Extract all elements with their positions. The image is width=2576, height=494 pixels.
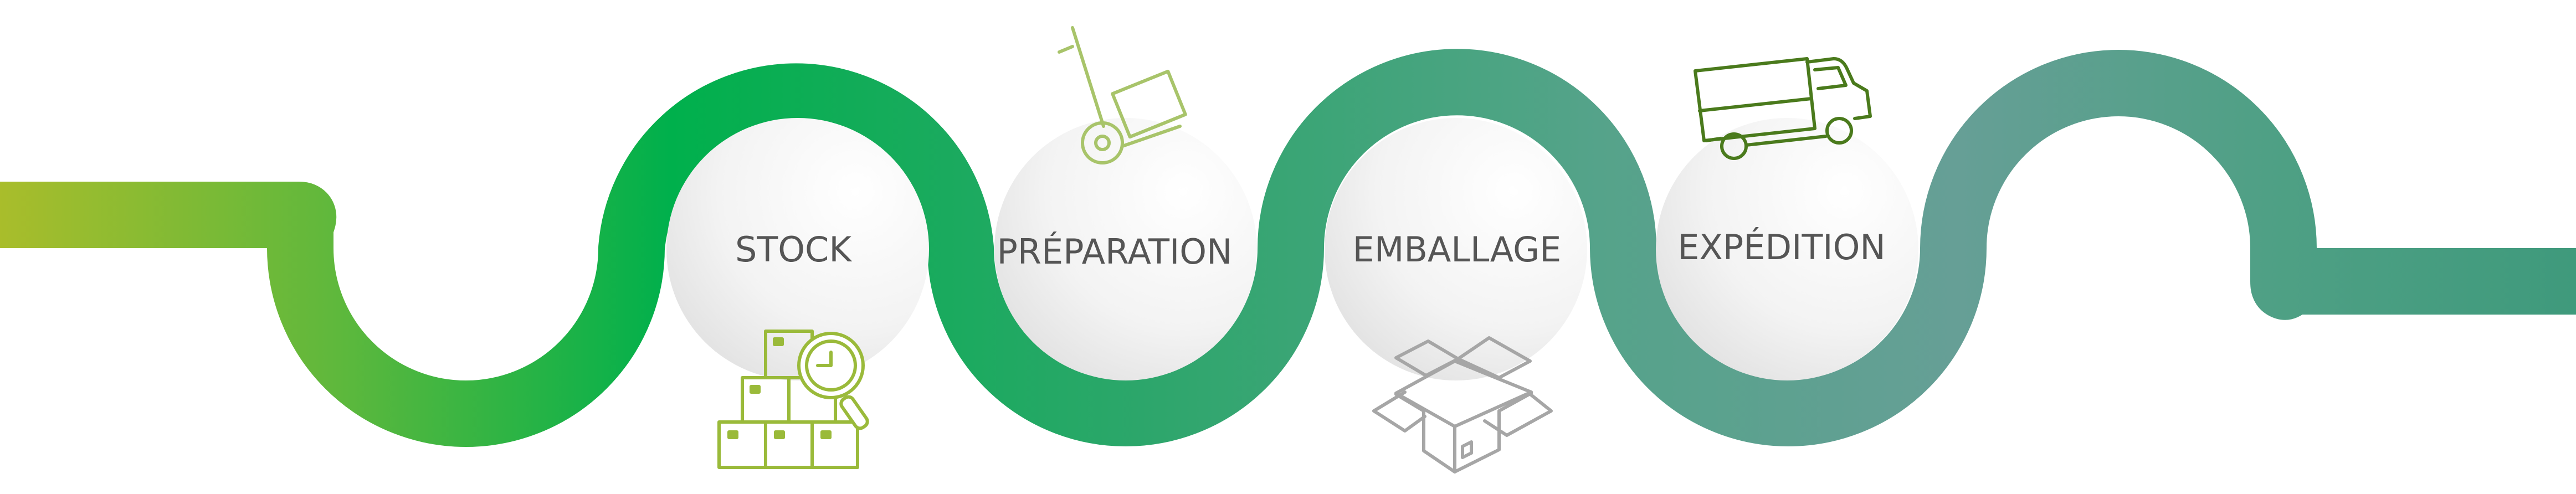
delivery-truck-icon: [1694, 57, 1872, 160]
step-circle: [994, 118, 1257, 380]
step-circle: [666, 118, 929, 380]
step-expedition: EXPÉDITION: [1656, 118, 1918, 380]
boxes-magnifier-icon: [717, 330, 869, 469]
step-label: STOCK: [735, 229, 852, 270]
hand-truck-icon: [1058, 26, 1187, 164]
step-preparation: PRÉPARATION: [994, 118, 1257, 380]
step-circle: [1325, 118, 1587, 380]
step-label: EMBALLAGE: [1353, 229, 1562, 270]
step-stock: STOCK: [666, 118, 929, 380]
step-label: EXPÉDITION: [1677, 227, 1886, 267]
step-circle: [1656, 118, 1918, 380]
step-emballage: EMBALLAGE: [1325, 118, 1587, 380]
process-path: [0, 49, 2576, 447]
open-box-icon: [1372, 336, 1553, 474]
step-label: PRÉPARATION: [997, 231, 1233, 272]
